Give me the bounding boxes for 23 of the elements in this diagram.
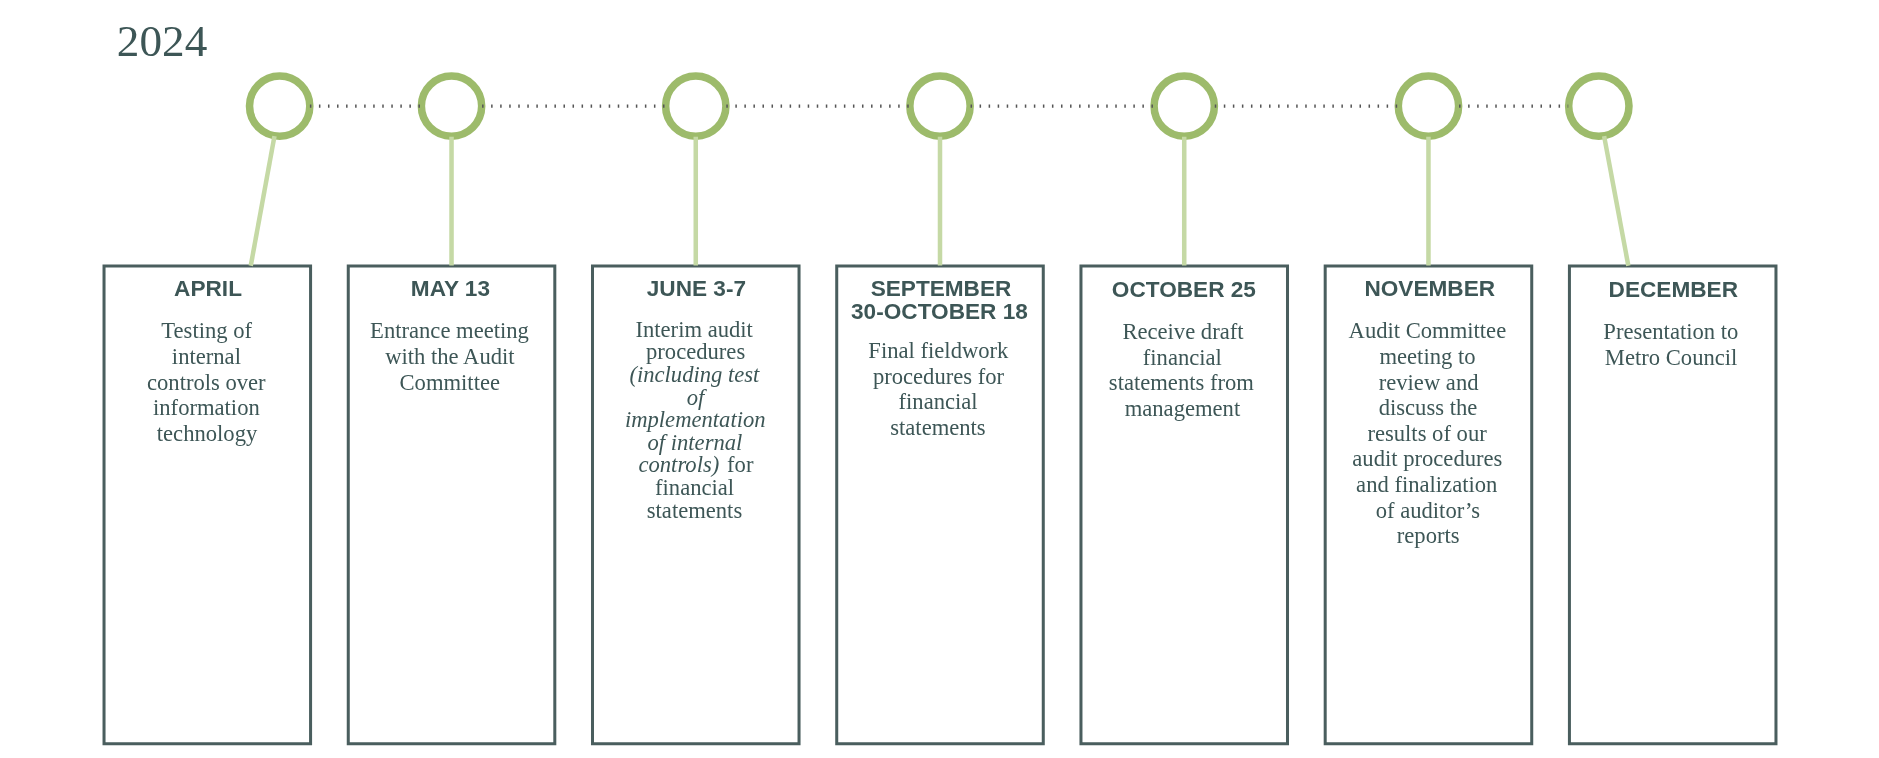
connector (693, 136, 698, 266)
node-box: APRIL Testing of internal controls over information technology (102, 264, 312, 746)
node-circle (1394, 72, 1462, 141)
node-box: DECEMBER Presentation to Metro Council (1567, 264, 1777, 746)
node-box: SEPTEMBER 30-OCTOBER 18 Final fieldwork procedures for financial statements (834, 264, 1045, 746)
node-circle (661, 72, 730, 141)
node-circle (1149, 72, 1218, 141)
connector (1425, 136, 1431, 266)
diagram-title: 2024 (116, 16, 207, 67)
node-box: NOVEMBER Audit Committee meeting to review and discuss the results of our audit procedures and finalization of auditor’s reports (1323, 264, 1533, 746)
node-box: JUNE 3-7 Interim audit procedures (including test of implementation of internal controls) for financial statements (590, 264, 801, 746)
connector (970, 104, 1154, 108)
connector (248, 135, 277, 267)
node-circle (905, 72, 974, 141)
node-circle (417, 72, 485, 141)
connector (937, 136, 942, 266)
connector (1601, 135, 1631, 267)
connector (1181, 136, 1186, 266)
connector (448, 136, 454, 266)
node-box: MAY 13 Entrance meeting with the Audit Committee (346, 264, 556, 746)
node-box: OCTOBER 25 Receive draft financial statements from management (1078, 264, 1289, 746)
node-circle (1564, 72, 1633, 141)
node-circle (245, 72, 314, 141)
